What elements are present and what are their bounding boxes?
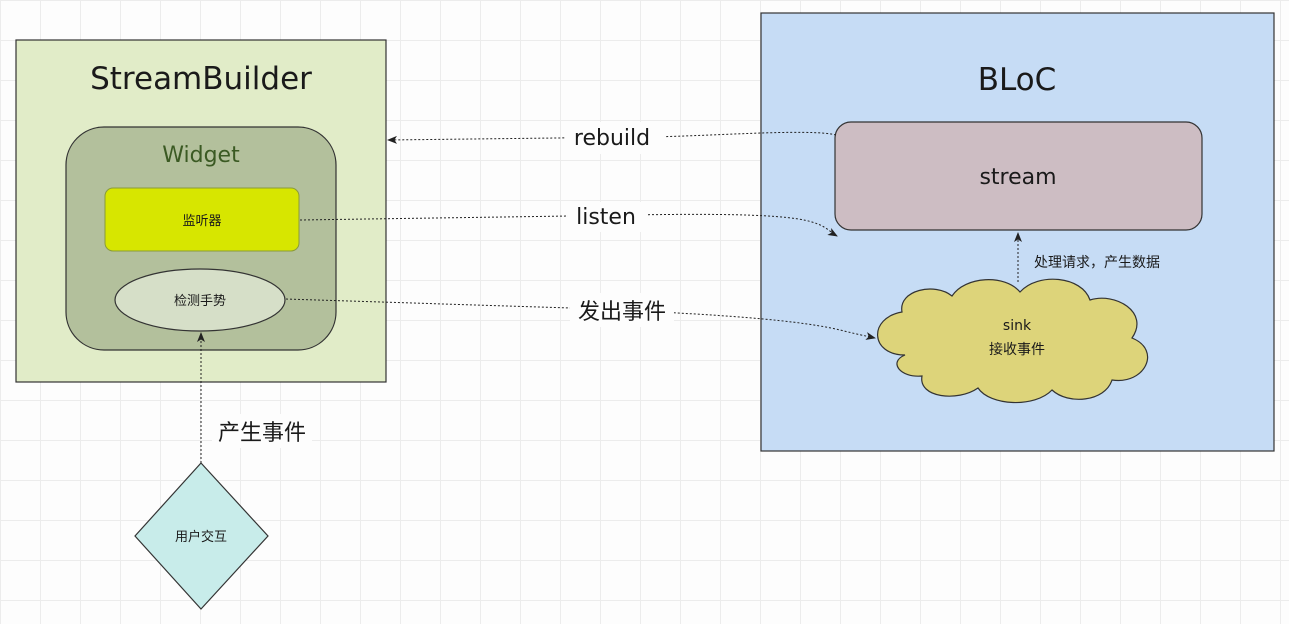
gesture-label: 检测手势 (174, 293, 226, 309)
gesture-ellipse[interactable] (114, 268, 286, 332)
bloc-title: BLoC (978, 62, 1057, 98)
emit-event-label-bg (570, 293, 674, 327)
sink-cloud[interactable] (877, 278, 1149, 404)
listener-label: 监听器 (182, 214, 221, 229)
rebuild-label-bg (565, 122, 665, 154)
listen-label: listen (576, 205, 636, 230)
stream-label: stream (979, 165, 1056, 190)
listen-label-bg (568, 202, 648, 232)
produce-event-label-bg (212, 414, 312, 448)
user-interaction-label: 用户交互 (175, 529, 227, 545)
streambuilder-title: StreamBuilder (90, 61, 312, 97)
process-label: 处理请求，产生数据 (1034, 255, 1160, 271)
user-interaction-diamond[interactable] (134, 462, 269, 610)
rebuild-arrow (387, 131, 837, 144)
stream-box[interactable] (834, 121, 1203, 231)
listener-box[interactable] (104, 187, 300, 252)
sink-label-line2: 接收事件 (989, 341, 1045, 358)
sink-label-line1: sink (1003, 318, 1032, 334)
listen-arrow (299, 213, 838, 237)
emit-event-label: 发出事件 (578, 300, 666, 325)
rebuild-label: rebuild (574, 126, 650, 151)
produce-event-label: 产生事件 (218, 421, 306, 446)
widget-title: Widget (162, 143, 240, 168)
